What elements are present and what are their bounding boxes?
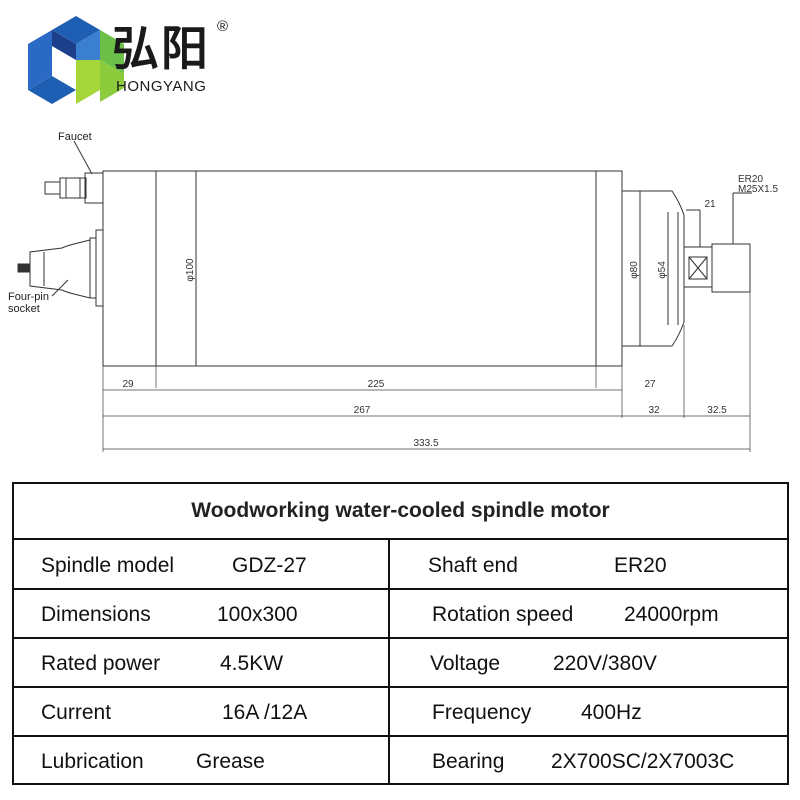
spec-label: Dimensions <box>41 603 151 626</box>
four-pin-socket <box>95 229 104 307</box>
spec-table: Woodworking water-cooled spindle motor S… <box>12 482 789 785</box>
hongyang-logo-icon <box>28 16 124 104</box>
dim-333-5: 333.5 <box>413 438 438 449</box>
nut-width-label: 21 <box>704 199 716 210</box>
dim-267: 267 <box>354 405 371 416</box>
brand-name-english: HONGYANG <box>116 78 207 95</box>
table-row-divider <box>14 637 787 639</box>
diameter-54-label: φ54 <box>657 261 668 279</box>
spec-label: Bearing <box>432 750 505 773</box>
socket-label-line2: socket <box>8 303 40 315</box>
dim-225: 225 <box>368 379 385 390</box>
registered-mark: ® <box>217 18 229 35</box>
spec-value: ER20 <box>614 554 667 577</box>
brand-header: 弘阳 ® HONGYANG <box>0 0 800 115</box>
diameter-80-label: φ80 <box>629 261 640 279</box>
spec-value: 400Hz <box>581 701 642 724</box>
table-column-divider <box>388 540 390 783</box>
socket-label-line1: Four-pin <box>8 291 49 303</box>
diameter-100-label: φ100 <box>185 258 196 282</box>
dim-27: 27 <box>644 379 656 390</box>
dim-29: 29 <box>122 379 134 390</box>
faucet-fitting <box>84 172 104 204</box>
table-row-divider <box>14 735 787 737</box>
spec-value: 4.5KW <box>220 652 284 675</box>
table-row-divider <box>14 588 787 590</box>
table-row-divider <box>14 686 787 688</box>
spec-label: Voltage <box>430 652 501 675</box>
faucet-label: Faucet <box>58 131 92 143</box>
spec-value: GDZ-27 <box>232 554 307 577</box>
spec-value: 220V/380V <box>553 652 657 675</box>
collet-nut <box>683 246 713 288</box>
spindle-body <box>102 170 623 367</box>
collet-label-thread: M25X1.5 <box>738 184 778 195</box>
spec-label: Lubrication <box>41 750 144 773</box>
spec-label: Rotation speed <box>432 603 574 626</box>
dim-32-5: 32.5 <box>707 405 727 416</box>
brand-name-chinese: 弘阳 <box>112 22 210 77</box>
spec-label: Rated power <box>41 652 161 675</box>
spec-value: 100x300 <box>217 603 298 626</box>
collet-label-er20: ER20 <box>738 174 763 185</box>
spec-value: 24000rpm <box>624 603 719 626</box>
table-title: Woodworking water-cooled spindle motor <box>14 484 787 540</box>
collet-er20 <box>711 243 751 293</box>
spec-label: Spindle model <box>41 554 175 577</box>
spec-value: 2X700SC/2X7003C <box>551 750 735 773</box>
spec-label: Current <box>41 701 112 724</box>
spec-value: Grease <box>196 750 265 773</box>
spec-label: Shaft end <box>428 554 518 577</box>
front-flange <box>621 190 685 347</box>
spec-label: Frequency <box>432 701 532 724</box>
dim-32: 32 <box>648 405 660 416</box>
spindle-technical-drawing: 29 225 27 267 32 32.5 333.5 21 ER20 M25X… <box>8 131 778 452</box>
spec-value: 16A /12A <box>222 701 308 724</box>
